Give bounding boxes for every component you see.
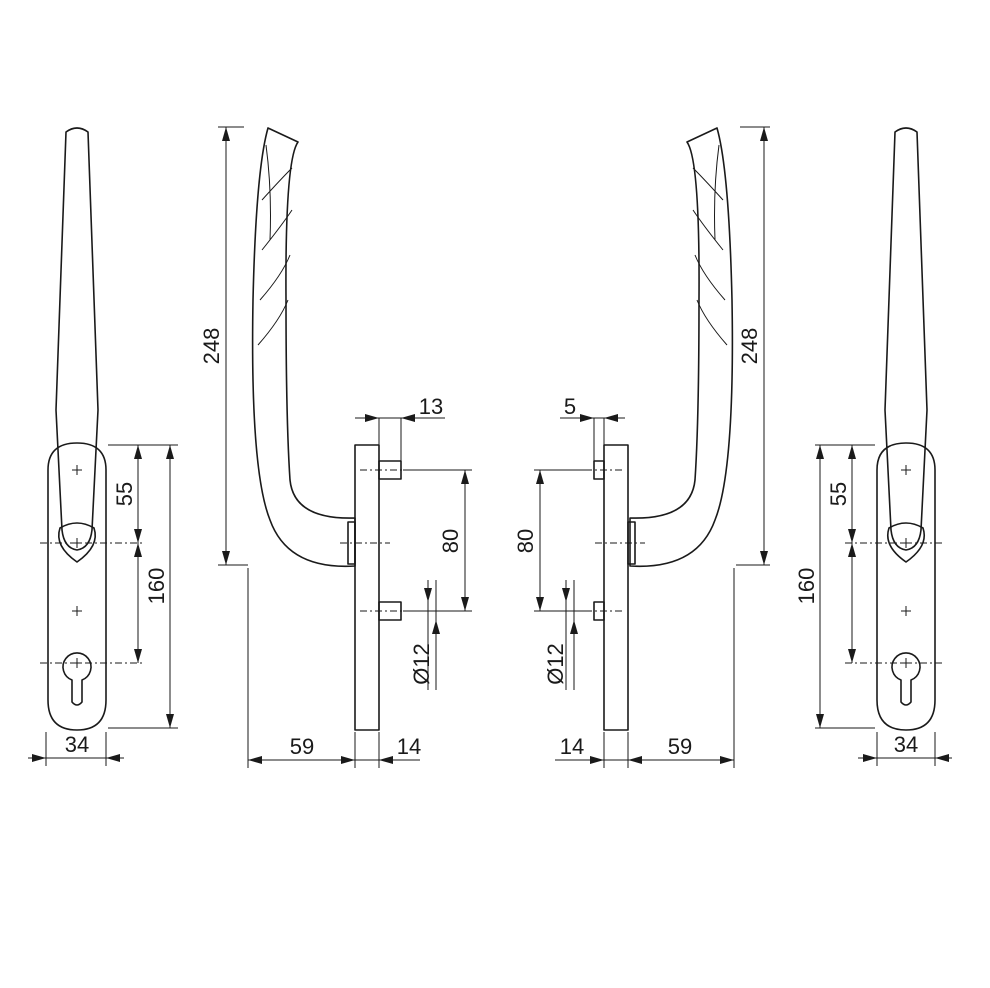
cylinder-keyhole bbox=[62, 652, 92, 706]
screw-mark bbox=[72, 658, 82, 668]
screw-mark bbox=[901, 465, 911, 475]
dim-160: 160 bbox=[794, 568, 819, 605]
dim-d12: Ø12 bbox=[409, 643, 434, 685]
handle-lever bbox=[884, 127, 928, 551]
dim-14: 14 bbox=[397, 734, 421, 759]
dim-55: 55 bbox=[826, 482, 851, 506]
front-view-left: 55 160 34 bbox=[28, 127, 178, 766]
dim-13: 13 bbox=[419, 394, 443, 419]
dim-34: 34 bbox=[894, 732, 918, 757]
dim-34: 34 bbox=[65, 732, 89, 757]
screw-mark bbox=[901, 658, 911, 668]
dim-160: 160 bbox=[144, 568, 169, 605]
grip-ribs bbox=[257, 144, 293, 346]
dim-248: 248 bbox=[737, 328, 762, 365]
dim-59: 59 bbox=[668, 734, 692, 759]
base-plate-side bbox=[354, 444, 380, 731]
dim-59: 59 bbox=[290, 734, 314, 759]
side-view-right: 248 5 80 Ø12 14 59 bbox=[513, 126, 770, 768]
screw-mark bbox=[72, 606, 82, 616]
dim-248: 248 bbox=[199, 328, 224, 365]
base-plate-side bbox=[603, 444, 629, 731]
side-view-left: 248 13 80 Ø12 59 14 bbox=[199, 126, 472, 768]
screw-mark bbox=[901, 538, 911, 548]
dim-80: 80 bbox=[438, 529, 463, 553]
handle-lever-side bbox=[629, 127, 734, 568]
dim-5: 5 bbox=[564, 394, 576, 419]
escutcheon-plate bbox=[47, 442, 107, 731]
cylinder-keyhole bbox=[891, 652, 921, 706]
dim-14: 14 bbox=[560, 734, 584, 759]
grip-ribs bbox=[692, 144, 728, 346]
screw-mark bbox=[901, 606, 911, 616]
dim-d12: Ø12 bbox=[543, 643, 568, 685]
escutcheon-plate bbox=[876, 442, 936, 731]
handle-lever bbox=[55, 127, 99, 551]
dim-55: 55 bbox=[112, 482, 137, 506]
dim-80: 80 bbox=[513, 529, 538, 553]
screw-mark bbox=[72, 538, 82, 548]
handle-rose bbox=[58, 522, 96, 563]
handle-rose bbox=[887, 522, 925, 563]
front-view-right: 55 160 34 bbox=[794, 127, 952, 766]
screw-mark bbox=[72, 465, 82, 475]
